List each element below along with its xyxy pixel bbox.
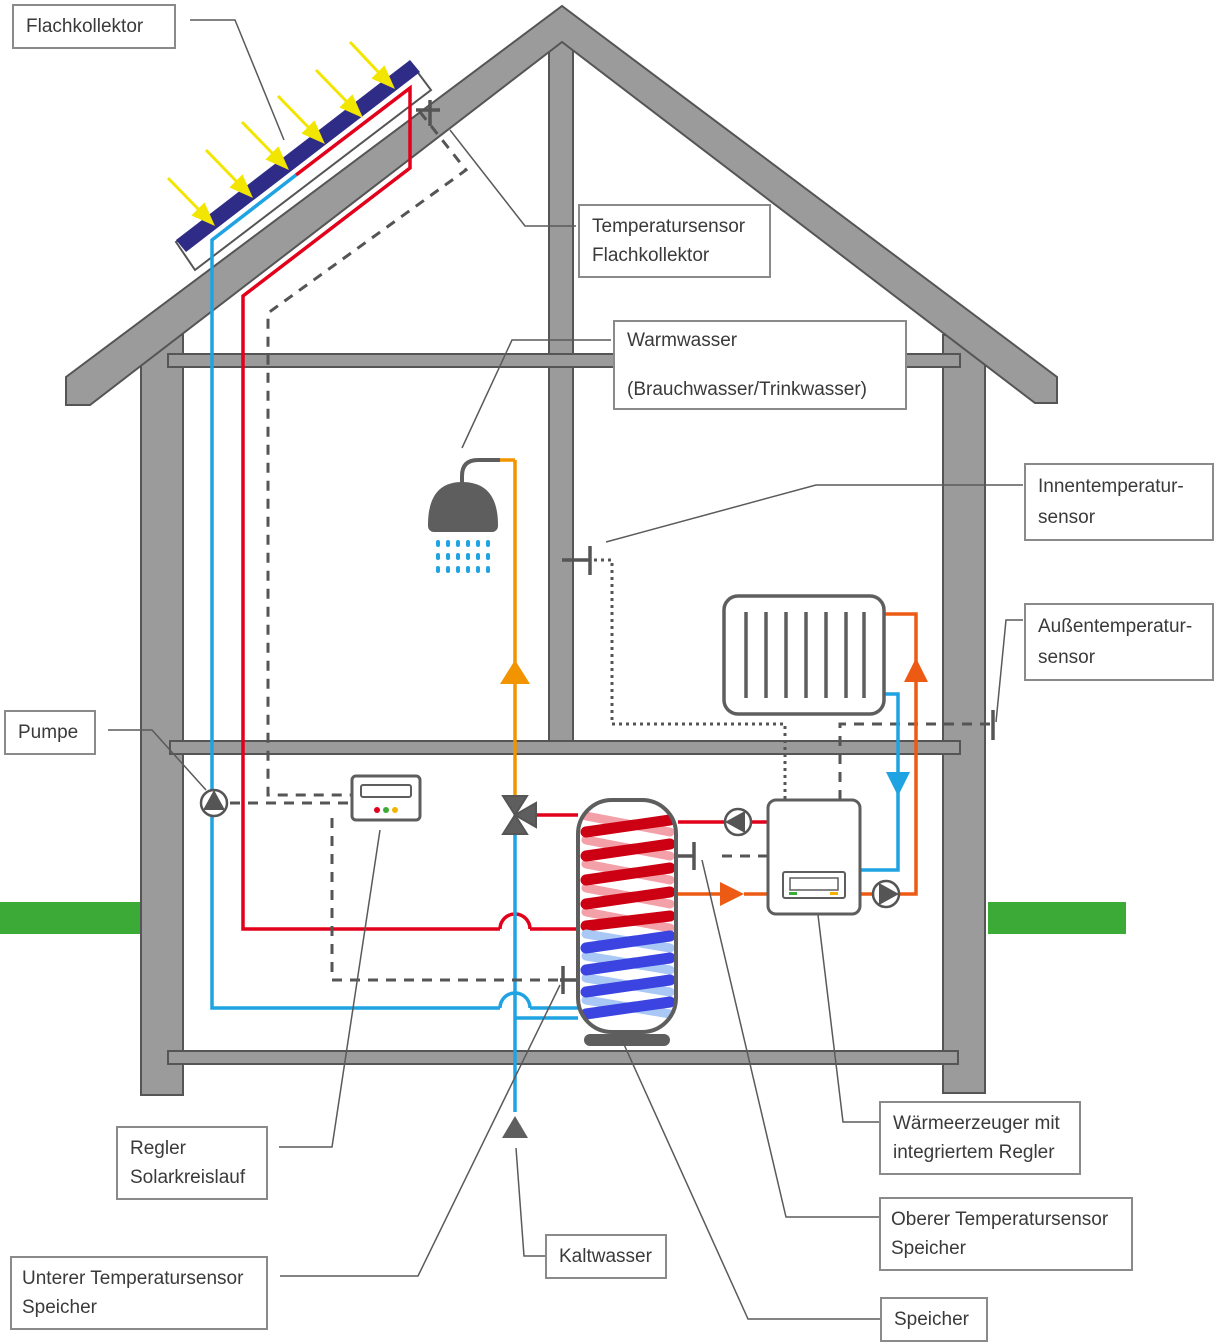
- label-regler-solarkreislauf-line1: Regler: [130, 1138, 186, 1159]
- outer-wall-left: [140, 334, 184, 1096]
- heat-generator-icon: [766, 798, 862, 916]
- center-wall: [548, 41, 574, 743]
- solar-pipes: [210, 84, 578, 1010]
- label-warmwasser-line2: (Brauchwasser/Trinkwasser): [627, 379, 868, 400]
- label-waermeerzeuger-line1: Wärmeerzeuger mit: [893, 1113, 1060, 1134]
- label-regler-solarkreislauf-line2: Solarkreislauf: [130, 1167, 246, 1188]
- label-flachkollektor-text: Flachkollektor: [26, 16, 144, 37]
- solar-pump-icon: [199, 788, 229, 818]
- warm-water-arrow: [500, 660, 530, 684]
- label-waermeerzeuger-line2: integriertem Regler: [893, 1142, 1055, 1163]
- sensor-symbols: [416, 100, 995, 994]
- label-innentemperatursensor: Innentemperatur- sensor: [1024, 463, 1214, 541]
- flat-collector: [174, 60, 433, 272]
- ground-left: [0, 902, 140, 934]
- label-temperatursensor-flachkollektor-line1: Temperatursensor: [592, 216, 746, 237]
- sensor-wiring: [230, 111, 990, 982]
- label-aussentemperatursensor: Außentemperatur- sensor: [1024, 603, 1214, 681]
- label-innentemperatursensor-line1: Innentemperatur-: [1038, 476, 1184, 497]
- storage-tank: [576, 798, 678, 1046]
- cold-water-inlet-arrow: [502, 1116, 528, 1138]
- label-oberer-temperatursensor-speicher-line1: Oberer Temperatursensor: [891, 1209, 1109, 1230]
- water-lines: [500, 458, 578, 1112]
- heating-pump-flow-icon: [871, 879, 901, 909]
- outer-wall-right: [942, 334, 986, 1094]
- label-kaltwasser-text: Kaltwasser: [559, 1246, 652, 1267]
- label-speicher-text: Speicher: [894, 1309, 969, 1330]
- heating-pump-return-icon: [723, 807, 753, 837]
- sun-rays: [166, 40, 395, 226]
- ground-right: [988, 902, 1126, 934]
- label-oberer-temperatursensor-speicher: Oberer Temperatursensor Speicher: [879, 1197, 1133, 1271]
- label-regler-solarkreislauf: Regler Solarkreislauf: [116, 1126, 268, 1200]
- leader-lines: [108, 19, 1023, 1320]
- label-flachkollektor: Flachkollektor: [12, 4, 176, 49]
- solar-controller-icon: [350, 774, 422, 822]
- label-innentemperatursensor-line2: sensor: [1038, 507, 1096, 528]
- house-structure: [65, 4, 1058, 1096]
- label-oberer-temperatursensor-speicher-line2: Speicher: [891, 1238, 966, 1259]
- label-kaltwasser: Kaltwasser: [545, 1234, 667, 1279]
- radiator-icon: [722, 594, 886, 716]
- label-warmwasser-line1: Warmwasser: [627, 330, 738, 351]
- label-unterer-temperatursensor-speicher-line2: Speicher: [22, 1297, 97, 1318]
- label-unterer-temperatursensor-speicher-line1: Unterer Temperatursensor: [22, 1268, 244, 1289]
- label-warmwasser: Warmwasser (Brauchwasser/Trinkwasser): [613, 320, 907, 410]
- label-waermeerzeuger: Wärmeerzeuger mit integriertem Regler: [879, 1101, 1081, 1175]
- roof: [65, 4, 1058, 406]
- label-aussentemperatursensor-line1: Außentemperatur-: [1038, 616, 1193, 637]
- label-temperatursensor-flachkollektor: Temperatursensor Flachkollektor: [578, 204, 771, 278]
- label-pumpe-text: Pumpe: [18, 722, 79, 743]
- floor-ground: [169, 740, 961, 755]
- label-pumpe: Pumpe: [4, 710, 96, 755]
- shower-head-icon: [428, 458, 500, 573]
- label-unterer-temperatursensor-speicher: Unterer Temperatursensor Speicher: [10, 1256, 268, 1330]
- label-temperatursensor-flachkollektor-line2: Flachkollektor: [592, 245, 710, 266]
- floor-basement: [167, 1050, 959, 1065]
- three-way-valve-icon: [501, 795, 537, 835]
- label-aussentemperatursensor-line2: sensor: [1038, 647, 1096, 668]
- label-speicher: Speicher: [880, 1297, 988, 1342]
